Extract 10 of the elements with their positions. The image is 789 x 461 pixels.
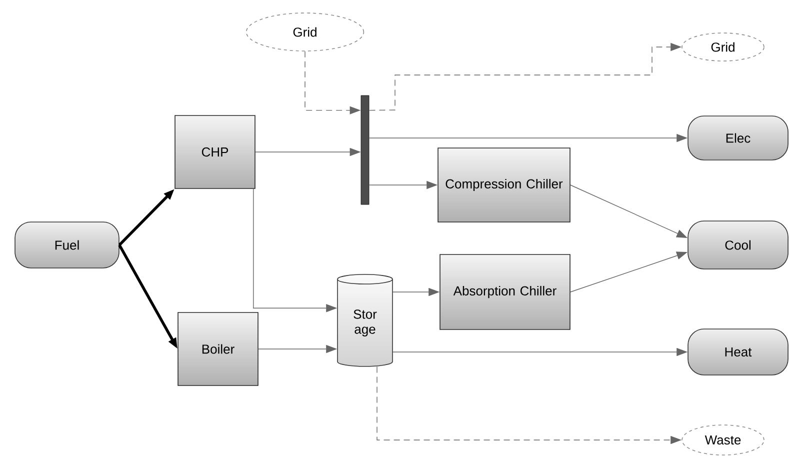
storage-cylinder: Stor age bbox=[337, 274, 393, 367]
terminal-box: Fuel bbox=[14, 222, 120, 268]
terminal-box: Heat bbox=[688, 328, 788, 376]
process-box: Absorption Chiller bbox=[440, 254, 570, 330]
terminal-box: Cool bbox=[688, 220, 788, 270]
process-box: CHP bbox=[174, 115, 256, 189]
terminal-box: Elec bbox=[688, 116, 788, 160]
process-box: Boiler bbox=[178, 312, 258, 386]
bus-bar bbox=[360, 95, 370, 205]
process-box: Compression Chiller bbox=[438, 148, 570, 222]
